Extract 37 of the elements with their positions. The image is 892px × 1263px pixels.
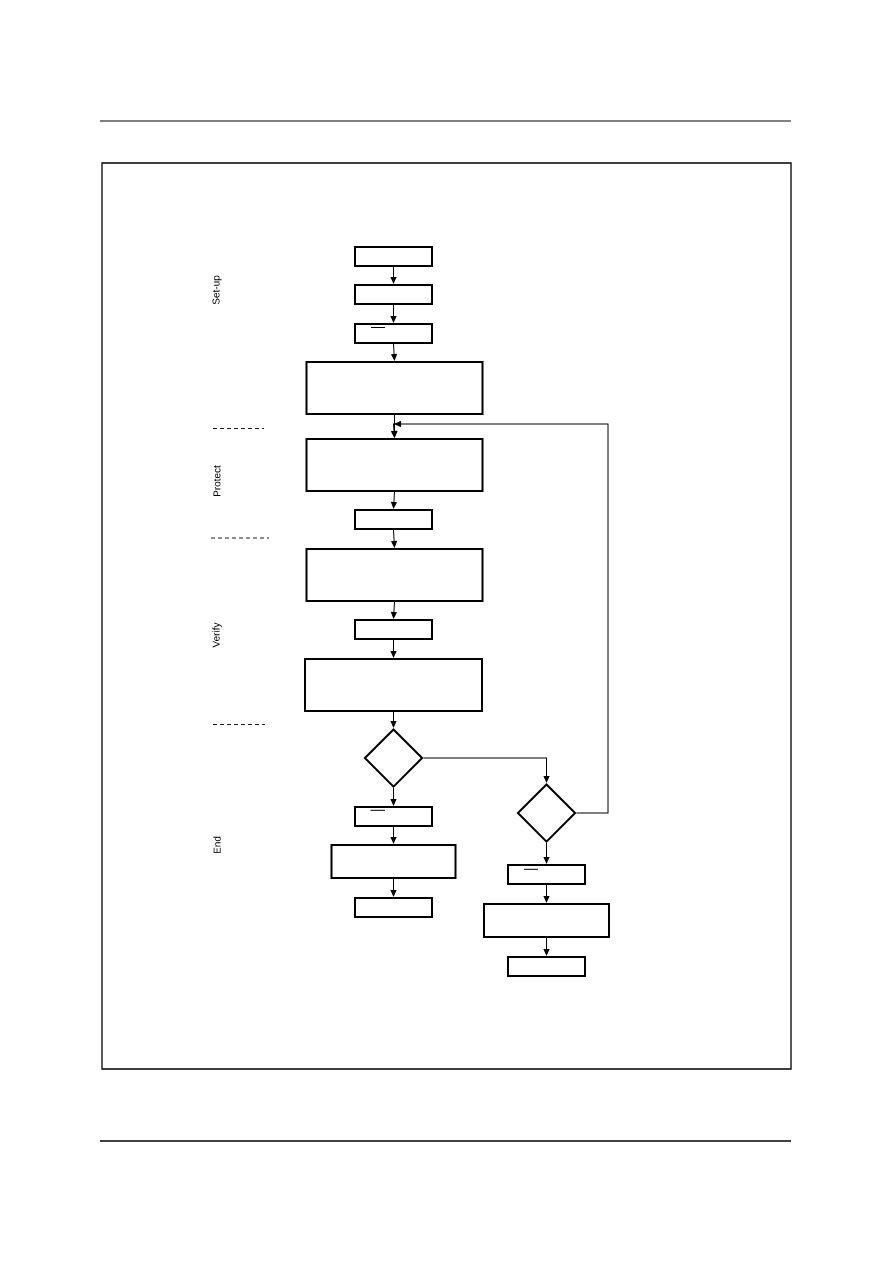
decision-diamond [516, 783, 577, 843]
arrow [391, 529, 397, 548]
arrow [391, 601, 397, 619]
arrow [390, 878, 397, 897]
section-label: End [213, 836, 221, 854]
section-label: Set-up [212, 275, 222, 305]
process-box [483, 903, 610, 938]
process-box [305, 361, 484, 415]
arrow [390, 711, 397, 728]
process-box [305, 438, 484, 492]
arrow [543, 842, 550, 864]
process-box [507, 864, 586, 885]
process-box [354, 509, 433, 530]
arrow [390, 787, 397, 806]
arrow [390, 639, 397, 658]
arrow [543, 884, 550, 903]
arrow [391, 421, 609, 814]
process-box [354, 323, 433, 344]
arrow [391, 491, 397, 509]
process-box [354, 806, 433, 827]
process-box [354, 619, 433, 640]
process-box [354, 897, 433, 918]
section-label: Verify [212, 622, 222, 648]
process-box [507, 956, 586, 977]
process-box [354, 246, 433, 267]
arrow [390, 826, 397, 844]
arrow [391, 343, 397, 361]
arrow [390, 304, 397, 323]
process-box [304, 658, 483, 712]
process-box [305, 548, 484, 602]
arrow [543, 937, 550, 956]
arrow [423, 757, 550, 783]
process-box [354, 284, 433, 305]
section-label: Protect [213, 465, 221, 497]
process-box [330, 844, 457, 879]
decision-diamond [363, 728, 424, 788]
arrow [390, 266, 397, 284]
